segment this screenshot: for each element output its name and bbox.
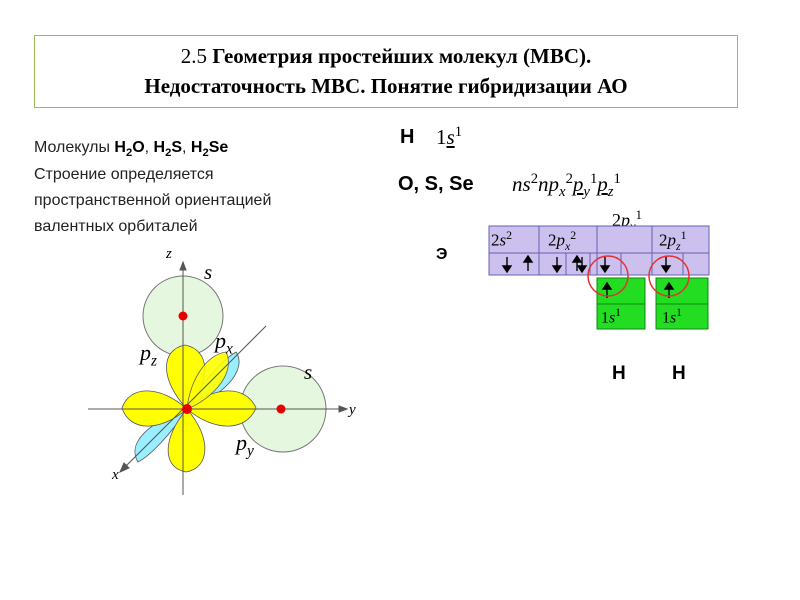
axis-z-label: z	[166, 246, 172, 262]
nucleus-top	[178, 311, 188, 321]
element-label: Э	[436, 246, 448, 263]
axis-x-label: x	[112, 467, 119, 483]
h-label-2: H	[672, 363, 686, 384]
nucleus-center	[182, 404, 192, 414]
cell-2s-label: 2s2	[491, 228, 513, 250]
pz-label: pz	[140, 340, 157, 370]
axes	[88, 260, 349, 495]
description-line-3: валентных орбиталей	[34, 218, 198, 235]
title-line-2: Недостаточность МВС. Понятие гибридизаци…	[144, 74, 628, 98]
hydrogen-config: 1s1	[436, 124, 463, 149]
molecule-h2o: H2O	[114, 139, 145, 160]
title-box: 2.5 Геометрия простейших молекул (МВС). …	[34, 35, 738, 108]
hydrogen-symbol: H	[400, 126, 415, 148]
h1-orbital-label: 1s1	[601, 307, 621, 327]
nucleus-right	[276, 404, 286, 414]
description-line-2: пространственной ориентацией	[34, 192, 272, 209]
px-label: px	[215, 328, 233, 358]
py-label: py	[236, 430, 254, 460]
h-label-1: H	[612, 363, 626, 384]
description-line-1: Строение определяется	[34, 166, 214, 183]
s-right-label: s	[304, 360, 313, 384]
axis-y-label: y	[349, 402, 356, 418]
cell-2pz-label: 2pz1	[659, 228, 687, 254]
molecules-line: Молекулы H2O, H2S, H2Se	[34, 139, 229, 160]
s-top-label: s	[204, 260, 213, 284]
oss-symbol: O, S, Se	[398, 173, 474, 195]
pz-lobes	[166, 344, 206, 473]
molecule-h2s: H2S	[153, 139, 183, 160]
molecule-h2se: H2Se	[190, 139, 229, 160]
cell-2px-label: 2px2	[548, 228, 577, 254]
title-line-1: 2.5 Геометрия простейших молекул (МВС).	[180, 44, 592, 68]
oss-config: ns2npx2py1pz1	[512, 171, 621, 201]
h2-orbital-label: 1s1	[662, 307, 682, 327]
